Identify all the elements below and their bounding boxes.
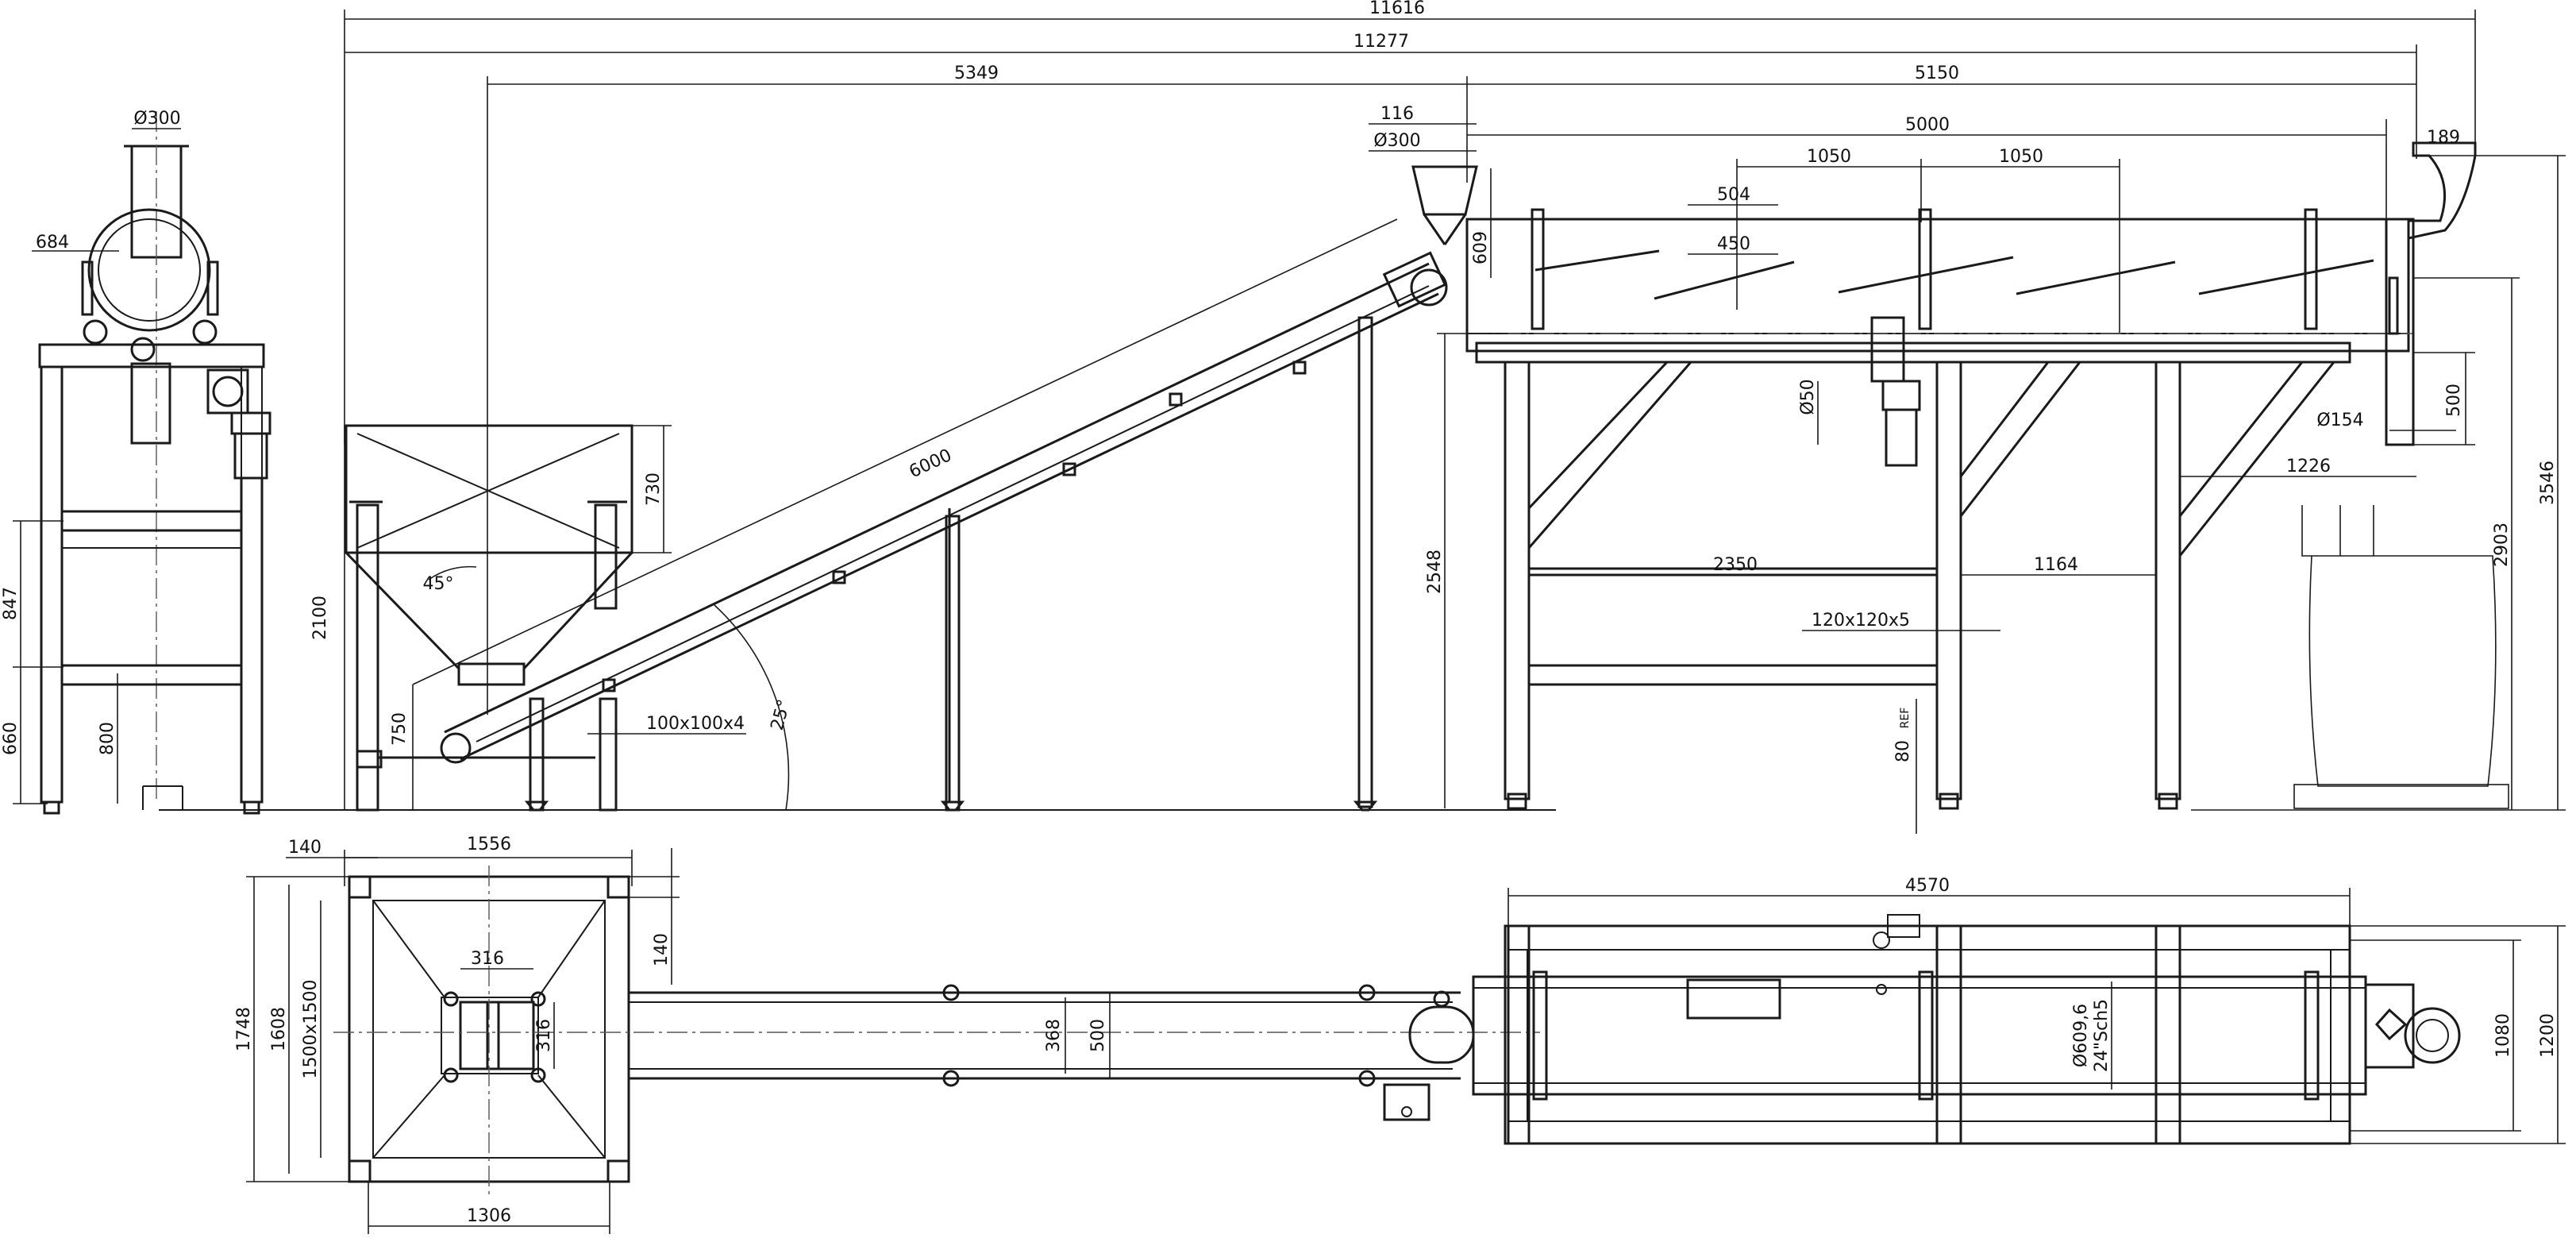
dim-foot-ref: 80: [1893, 740, 1913, 762]
dim-inlet-height: 609: [1471, 231, 1491, 264]
overall-dimension-chain: 11616 11277 5349 5150: [344, 0, 2476, 715]
dim-spacing-1: 1050: [1807, 147, 1851, 167]
dim-shaft-diameter: Ø50: [1798, 379, 1818, 415]
plan-offset-side: 140: [652, 933, 672, 966]
dim-frame-height: 2548: [1425, 550, 1445, 594]
dim-total-height: 3546: [2538, 461, 2558, 505]
dim-outlet-diameter: Ø154: [2316, 411, 2363, 430]
dim-inlet-diameter: Ø300: [1373, 131, 1420, 151]
dim-paddle-2: 450: [1717, 234, 1750, 254]
dim-conveyor-angle: 25°: [768, 697, 795, 732]
dim-outlet-offset: 189: [2427, 128, 2460, 148]
plan-conveyor-inner: 368: [1044, 1019, 1064, 1052]
dim-conveyor-span: 5349: [954, 64, 999, 83]
end-level-1: 847: [1, 587, 21, 620]
dim-hopper-leg: 750: [390, 712, 410, 746]
dim-bay-1: 2350: [1713, 555, 1758, 575]
ref-tag: REF: [1899, 708, 1912, 729]
end-level-3: 800: [98, 722, 117, 755]
dim-length: 11277: [1353, 32, 1409, 52]
dim-outlet-drop: 500: [2444, 384, 2464, 417]
plan-tank-width-outer: 1200: [2538, 1013, 2558, 1058]
plan-tank-length: 4570: [1905, 876, 1950, 896]
dim-bay-2: 1164: [2034, 555, 2078, 575]
hopper-side: 2100 730 45° 750 100x100x4: [310, 424, 746, 812]
dim-conveyor-length: 6000: [907, 445, 955, 482]
plan-conveyor-outer: 500: [1088, 1019, 1108, 1052]
tank-side: Ø300 116 609 5000 1050 1050 504 450: [1369, 104, 2566, 834]
plan-hopper-depth: 1748: [234, 1007, 254, 1051]
dim-paddle-1: 504: [1717, 185, 1750, 205]
dim-hopper-profile: 100x100x4: [646, 714, 745, 734]
end-view: Ø300 684: [1, 109, 271, 815]
plan-inner-depth: 1608: [269, 1007, 289, 1051]
plan-offset-top: 140: [288, 838, 322, 858]
dim-frame-profile: 120x120x5: [1812, 611, 1910, 631]
plan-tank-width-inner: 1080: [2493, 1013, 2513, 1058]
dim-spacing-2: 1050: [1999, 147, 2043, 167]
dim-brace-offset: 1226: [2286, 457, 2331, 476]
plan-view-hopper: 1556 140 316 316 140: [234, 835, 1540, 1234]
inclined-conveyor: 6000 25°: [412, 218, 1448, 812]
dim-total-length: 11616: [1369, 0, 1425, 18]
dim-hopper-height: 2100: [310, 596, 330, 640]
dim-hopper-box: 730: [644, 472, 664, 506]
plan-throat-side: 316: [534, 1019, 554, 1052]
end-width: 684: [36, 233, 69, 253]
plan-view-conveyor: 368 500: [629, 984, 1475, 1121]
plan-base-width: 1306: [467, 1206, 511, 1226]
dim-tank-inner: 5000: [1905, 115, 1950, 135]
plan-hopper-width: 1556: [467, 835, 511, 854]
dim-hopper-angle: 45°: [423, 574, 454, 594]
dim-outlet-height: 2903: [2492, 523, 2512, 567]
plan-pipe-spec: 24"Sch5: [2092, 999, 2112, 1072]
end-top-diameter: Ø300: [133, 109, 180, 129]
plan-hopper-size: 1500x1500: [301, 980, 321, 1079]
plan-throat: 316: [471, 949, 504, 969]
dim-tank-span: 5150: [1915, 64, 1959, 83]
plan-pipe-diameter: Ø609,6: [2071, 1004, 2091, 1067]
end-level-2: 660: [1, 722, 21, 755]
dim-inlet-offset: 116: [1380, 104, 1414, 124]
plan-view-tank: 4570 Ø609,6 24"Sch5 1080: [1472, 876, 2566, 1145]
